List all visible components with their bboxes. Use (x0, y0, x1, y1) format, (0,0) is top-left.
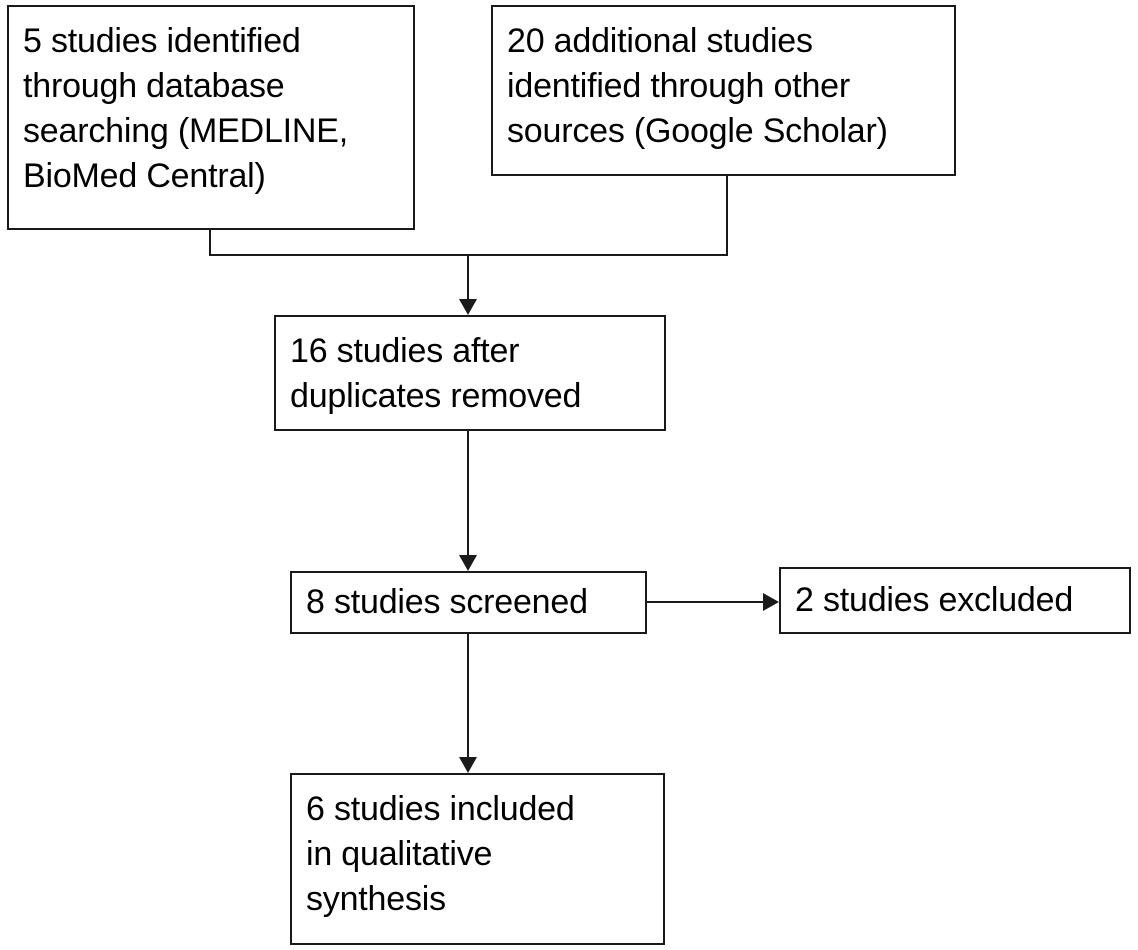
node-studies-after-duplicates-removed: 16 studies after duplicates removed (274, 315, 666, 431)
connector-screened-to-included (467, 634, 469, 757)
node-studies-excluded: 2 studies excluded (779, 567, 1131, 634)
node-studies-identified-other-sources: 20 additional studies identified through… (491, 5, 956, 176)
connector-merge-to-duplicates (467, 254, 469, 301)
arrowhead-to-included (459, 757, 477, 773)
arrowhead-to-screened (459, 555, 477, 571)
connector-database-stub (209, 229, 211, 256)
node-studies-screened: 8 studies screened (290, 571, 647, 634)
arrowhead-to-duplicates (459, 299, 477, 315)
connector-duplicates-to-screened (467, 431, 469, 555)
connector-other-sources-stub (726, 175, 728, 256)
arrowhead-to-excluded (763, 593, 779, 611)
node-studies-included-qualitative-synthesis: 6 studies included in qualitative synthe… (290, 773, 665, 945)
node-studies-identified-database: 5 studies identified through database se… (7, 5, 415, 230)
connector-screened-to-excluded (647, 601, 764, 603)
